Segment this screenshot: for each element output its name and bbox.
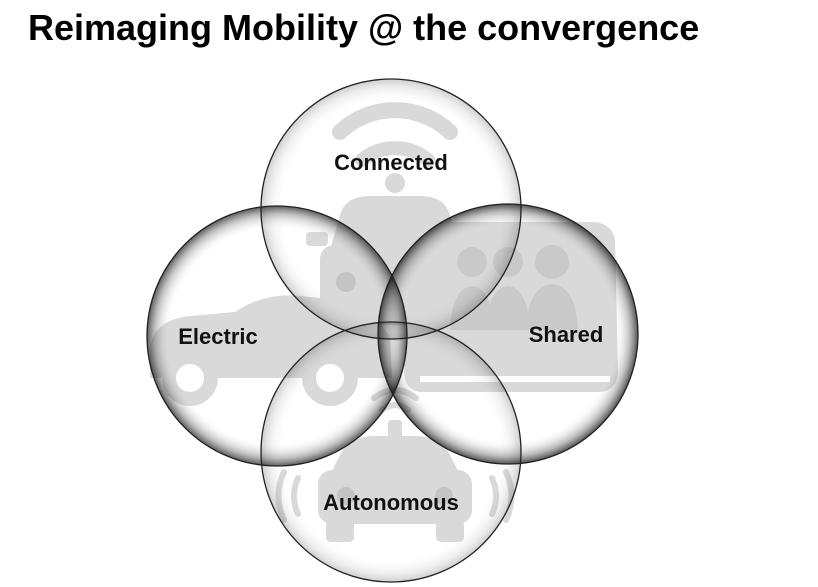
- connected-circle: [260, 78, 522, 340]
- slide-title: Reimaging Mobility @ the convergence: [28, 7, 700, 48]
- shared-circle: [377, 203, 639, 465]
- autonomous-label: Autonomous: [323, 490, 459, 515]
- electric-circle: [146, 205, 408, 467]
- autonomous-circle: [260, 321, 522, 583]
- electric-label: Electric: [178, 324, 258, 349]
- circle-shading: [147, 79, 638, 582]
- circle-outlines: [146, 78, 639, 583]
- connected-label: Connected: [334, 150, 448, 175]
- shared-label: Shared: [529, 322, 604, 347]
